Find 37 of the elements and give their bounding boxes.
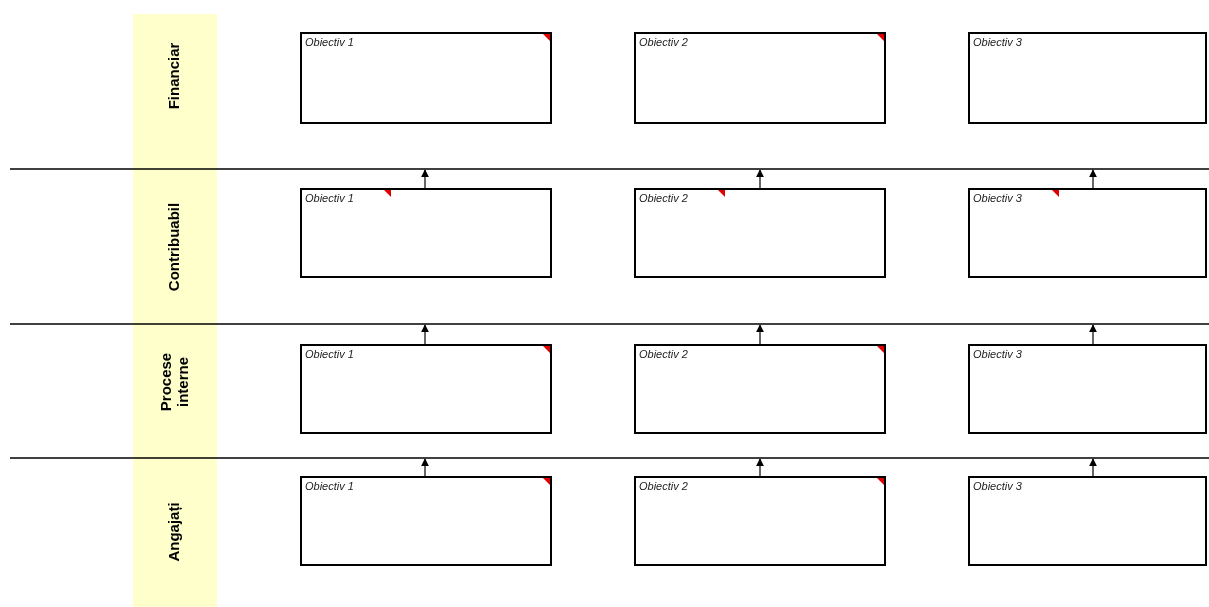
arrow bbox=[1089, 458, 1097, 477]
arrow bbox=[421, 169, 429, 189]
perspective-label: Procese interne bbox=[157, 351, 191, 414]
objective-title: Obiectiv 1 bbox=[305, 480, 354, 492]
objective-title: Obiectiv 1 bbox=[305, 36, 354, 48]
objective-title: Obiectiv 3 bbox=[973, 348, 1022, 360]
perspective-label: Angajați bbox=[165, 502, 183, 562]
objective-box bbox=[300, 32, 552, 124]
perspective-label: Contribuabil bbox=[165, 202, 183, 292]
objective-box bbox=[968, 188, 1207, 278]
objective-title: Obiectiv 2 bbox=[639, 480, 688, 492]
objective-title: Obiectiv 3 bbox=[973, 36, 1022, 48]
objective-box bbox=[634, 476, 886, 566]
objective-title: Obiectiv 1 bbox=[305, 192, 354, 204]
objective-title: Obiectiv 2 bbox=[639, 348, 688, 360]
objective-box bbox=[634, 32, 886, 124]
arrow bbox=[756, 169, 764, 189]
objective-title: Obiectiv 1 bbox=[305, 348, 354, 360]
objective-box bbox=[634, 344, 886, 434]
objective-box bbox=[968, 344, 1207, 434]
objective-box bbox=[968, 476, 1207, 566]
objective-box bbox=[634, 188, 886, 278]
arrow bbox=[756, 324, 764, 345]
arrow bbox=[756, 458, 764, 477]
perspective-label: Financiar bbox=[165, 42, 183, 110]
arrow bbox=[1089, 169, 1097, 189]
objective-title: Obiectiv 3 bbox=[973, 480, 1022, 492]
objective-title: Obiectiv 2 bbox=[639, 192, 688, 204]
objective-box bbox=[300, 476, 552, 566]
objective-box bbox=[300, 344, 552, 434]
arrow bbox=[421, 324, 429, 345]
objective-box bbox=[300, 188, 552, 278]
objective-box bbox=[968, 32, 1207, 124]
arrow bbox=[421, 458, 429, 477]
arrow bbox=[1089, 324, 1097, 345]
objective-title: Obiectiv 2 bbox=[639, 36, 688, 48]
objective-title: Obiectiv 3 bbox=[973, 192, 1022, 204]
